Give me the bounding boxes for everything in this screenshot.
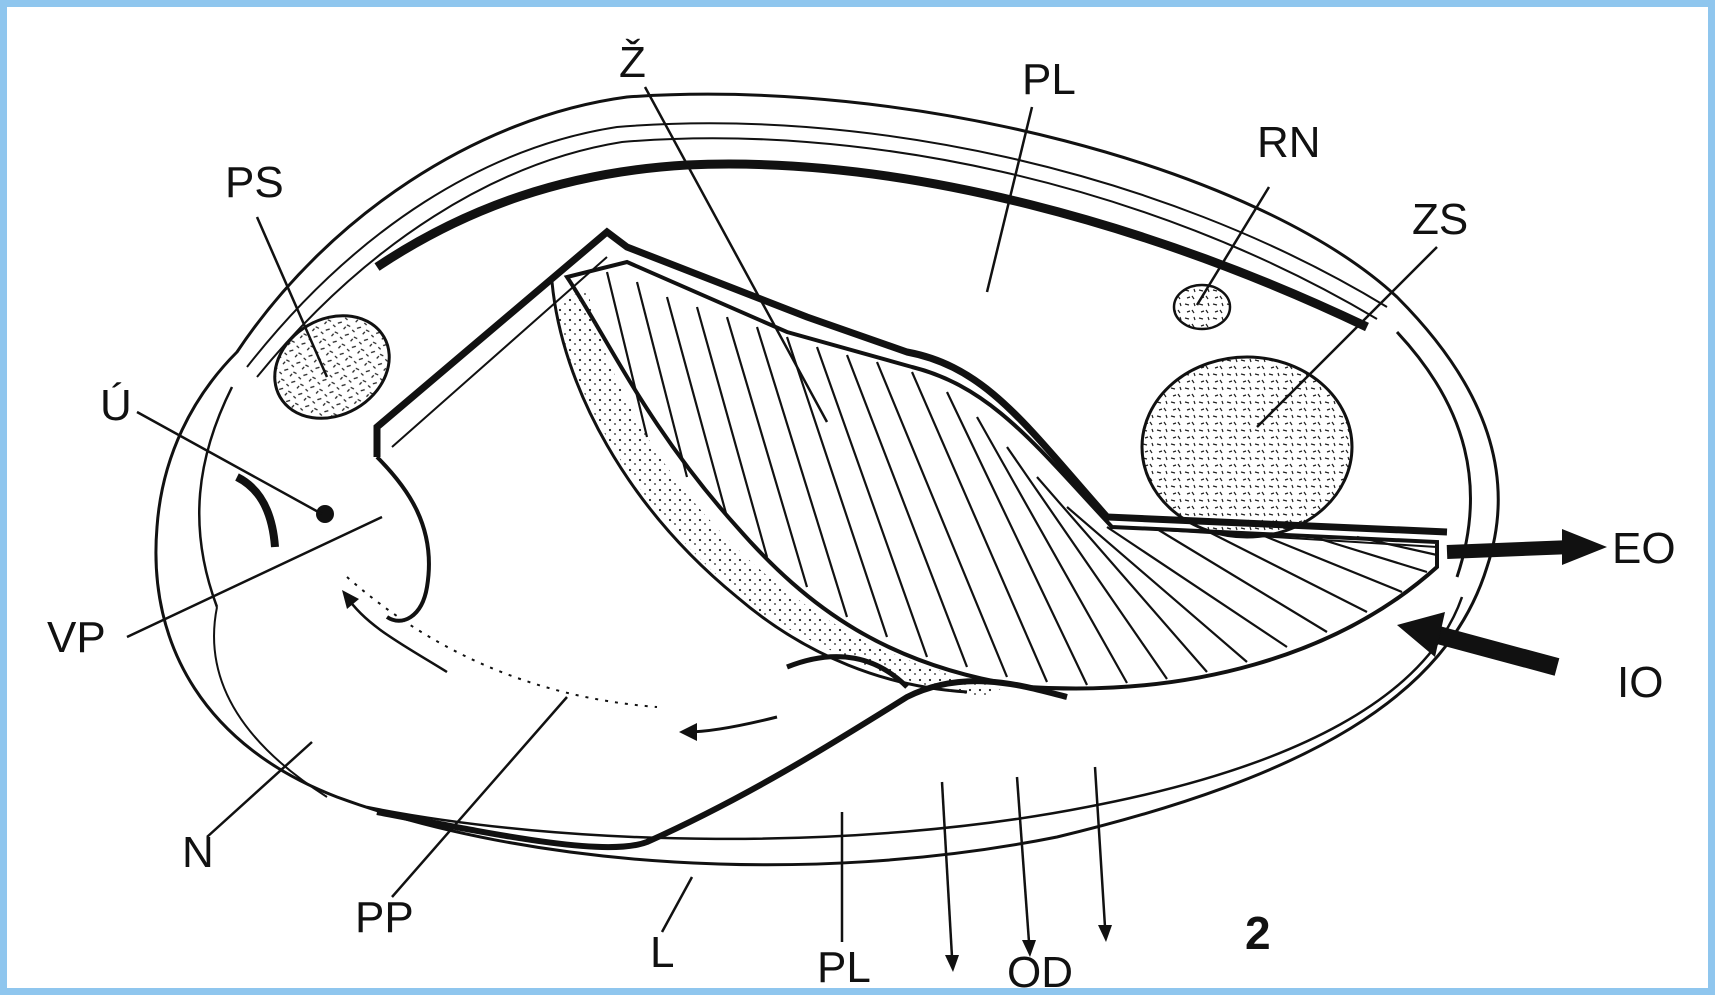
- label-pl-top: PL: [1022, 55, 1076, 104]
- label-vp: VP: [47, 613, 106, 662]
- label-u: Ú: [100, 381, 132, 430]
- mussel-anatomy-diagram: Ž PL RN PS ZS Ú EO VP IO N PP L PL OD 2: [7, 7, 1708, 988]
- excurrent-arrow-shaft: [1447, 547, 1572, 552]
- labial-palp: [237, 477, 275, 547]
- label-rn: RN: [1257, 118, 1321, 167]
- gill-outer-lamella: [552, 282, 967, 692]
- label-pp: PP: [355, 893, 414, 942]
- mouth: [316, 505, 334, 523]
- gill-dotted-band: [555, 287, 1007, 697]
- label-eo: EO: [1612, 524, 1676, 573]
- current-arrow-upper: [347, 597, 447, 672]
- excurrent-arrowhead: [1562, 529, 1607, 565]
- label-ps: PS: [225, 158, 284, 207]
- label-od: OD: [1007, 948, 1073, 988]
- figure-number: 2: [1245, 907, 1271, 959]
- mantle-fold-lower: [214, 607, 327, 797]
- outflow-arrows: [942, 767, 1105, 957]
- current-arrowhead-lower: [679, 723, 697, 741]
- current-arrowhead-upper: [342, 590, 359, 609]
- incurrent-arrowhead: [1397, 612, 1445, 657]
- posterior-adductor: [1142, 357, 1352, 537]
- figure-frame: Ž PL RN PS ZS Ú EO VP IO N PP L PL OD 2: [7, 7, 1708, 988]
- label-zs: ZS: [1412, 195, 1468, 244]
- shell-inner-margin: [367, 597, 1462, 839]
- label-pl-bottom: PL: [817, 943, 871, 988]
- label-io: IO: [1617, 658, 1663, 707]
- current-arrow-lower: [687, 717, 777, 732]
- kidney: [1174, 285, 1230, 329]
- incurrent-arrow-shaft: [1427, 632, 1557, 667]
- current-dotted-path: [347, 577, 657, 707]
- mantle-fold-anterior: [199, 387, 232, 607]
- mantle-lobe-lower: [377, 681, 1067, 847]
- foot: [377, 457, 429, 621]
- label-l: L: [650, 928, 674, 977]
- label-z: Ž: [619, 38, 646, 87]
- label-n: N: [182, 828, 214, 877]
